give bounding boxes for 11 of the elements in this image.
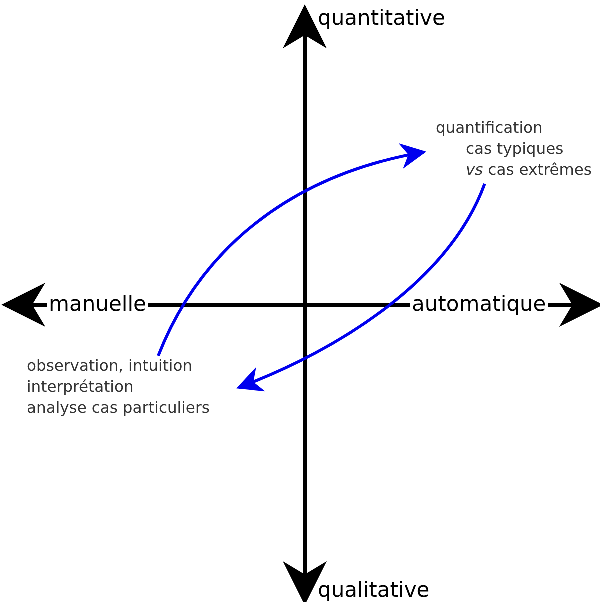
note-text: vs cas extrêmes	[465, 160, 593, 181]
note-text: interprétation	[27, 377, 135, 398]
note-text: observation, intuition	[27, 356, 194, 377]
axis-label: qualitative	[317, 578, 431, 602]
axis-label: automatique	[410, 292, 548, 316]
curved-arrow	[157, 144, 427, 357]
curved-arrow	[236, 183, 486, 392]
note-text: quantification	[435, 118, 544, 139]
note-text: cas typiques	[465, 139, 565, 160]
note-text: analyse cas particuliers	[27, 398, 211, 419]
axis-label: quantitative	[317, 6, 446, 30]
